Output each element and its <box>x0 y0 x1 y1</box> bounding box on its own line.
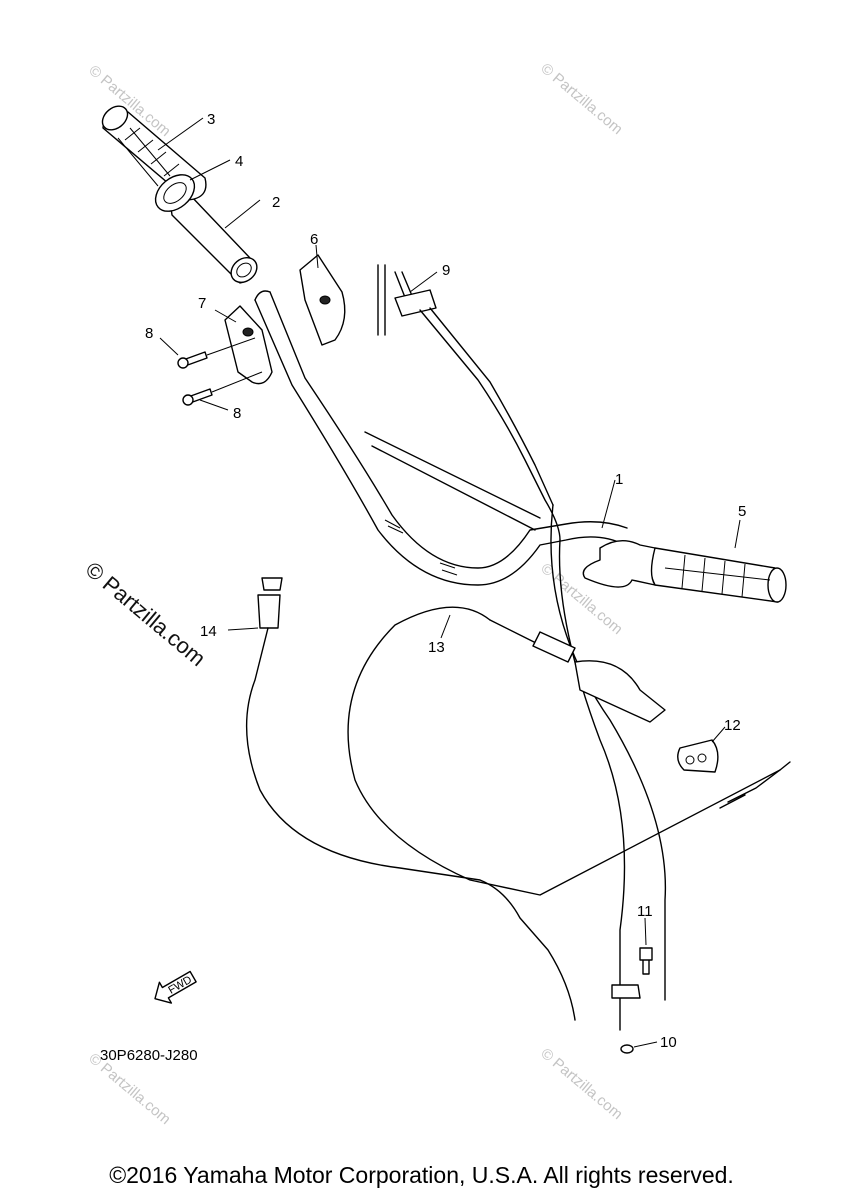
callout-12: 12 <box>724 717 741 734</box>
copyright-notice: ©2016 Yamaha Motor Corporation, U.S.A. A… <box>109 1162 734 1188</box>
watermark-main: © Partzilla.com <box>81 557 211 671</box>
throttle-tube <box>170 193 258 284</box>
callout-3: 3 <box>207 111 215 128</box>
right-grip <box>582 540 787 603</box>
watermarks: © Partzilla.com © Partzilla.com © Partzi… <box>81 60 626 1128</box>
callout-1: 1 <box>615 471 623 488</box>
callout-2: 2 <box>272 194 280 211</box>
callout-8-upper: 8 <box>145 325 153 342</box>
fwd-label: FWD <box>166 974 194 997</box>
watermark-bottom-right: © Partzilla.com <box>537 1045 625 1123</box>
callout-9: 9 <box>442 262 450 279</box>
callout-8-lower: 8 <box>233 405 241 422</box>
throttle-cables <box>377 264 667 1031</box>
bracket-bolt <box>611 947 653 999</box>
holder-bolts <box>177 337 263 406</box>
callout-4: 4 <box>235 153 243 170</box>
callout-13: 13 <box>428 639 445 656</box>
handlebar <box>254 290 628 586</box>
callout-6: 6 <box>310 231 318 248</box>
upper-handlebar-holder <box>299 254 346 346</box>
lower-handlebar-holder <box>224 305 273 385</box>
diagram-part-number: 30P6280-J280 <box>100 1047 198 1064</box>
callout-11: 11 <box>637 903 653 920</box>
cable-guide <box>677 739 719 773</box>
callout-14: 14 <box>200 623 217 640</box>
callout-labels: 3 4 2 6 7 8 8 9 1 5 12 13 14 11 10 <box>145 111 746 1051</box>
forward-arrow: FWD <box>154 970 197 1004</box>
leader-lines <box>157 117 741 1048</box>
adjuster-cable <box>245 577 576 1021</box>
watermark-top-right: © Partzilla.com <box>537 60 625 138</box>
callout-5: 5 <box>738 503 746 520</box>
o-ring <box>620 1044 634 1054</box>
clutch-cable <box>347 606 791 896</box>
callout-10: 10 <box>660 1034 677 1051</box>
callout-7: 7 <box>198 295 206 312</box>
